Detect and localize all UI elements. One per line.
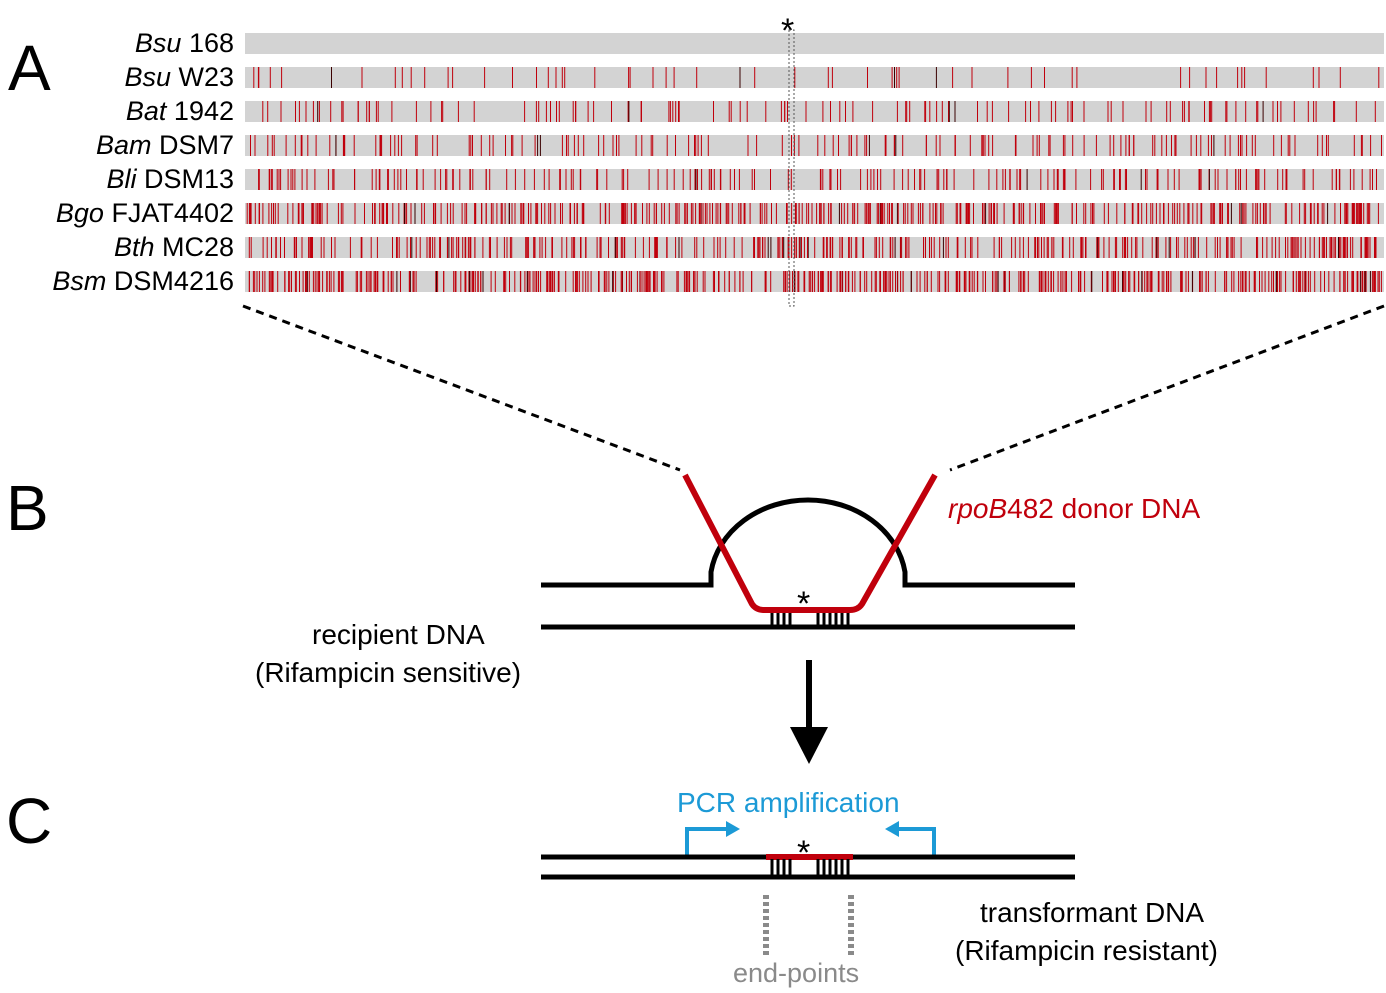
mutation-asterisk-b: * <box>797 585 810 623</box>
species-abbreviation: Bat <box>126 96 168 126</box>
mutation-asterisk-a: * <box>781 12 794 50</box>
species-label: Bgo FJAT4402 <box>56 198 234 228</box>
zoom-line-right <box>949 304 1385 472</box>
species-abbreviation: Bth <box>114 232 155 262</box>
transformant-label-line1: transformant DNA <box>980 897 1204 928</box>
species-label: Bsu 168 <box>135 28 234 58</box>
alignment-bar <box>245 203 1384 224</box>
pcr-label: PCR amplification <box>677 787 900 818</box>
donor-label-suffix: 482 donor DNA <box>1007 493 1200 524</box>
transformant-label-line2: (Rifampicin resistant) <box>955 935 1218 966</box>
alignment-bars <box>245 33 1384 292</box>
donor-gene-name: rpoB <box>948 493 1007 524</box>
species-label: Bth MC28 <box>114 232 234 262</box>
panel-label-b: B <box>6 472 49 544</box>
species-abbreviation: Bsu <box>124 62 171 92</box>
species-label: Bsu W23 <box>124 62 234 92</box>
strain-name: 168 <box>181 28 234 58</box>
alignment-bar <box>245 169 1384 190</box>
alignment-bar <box>245 67 1384 88</box>
species-abbreviation: Bgo <box>56 198 104 228</box>
species-abbreviation: Bsm <box>52 266 106 296</box>
donor-dna-label: rpoB482 donor DNA <box>948 493 1200 524</box>
mutation-asterisk-c: * <box>797 834 810 872</box>
species-abbreviation: Bli <box>106 164 137 194</box>
alignment-bar <box>245 33 1384 54</box>
donor-dna-strand <box>682 473 938 613</box>
alignment-bar <box>245 101 1384 122</box>
base-pairing-c <box>770 859 850 877</box>
species-label: Bli DSM13 <box>106 164 234 194</box>
species-abbreviation: Bsu <box>135 28 182 58</box>
reverse-primer <box>897 827 936 855</box>
alignment-bar <box>245 135 1384 156</box>
zoom-line-left <box>242 304 681 472</box>
forward-primer-arrowhead <box>726 821 740 837</box>
mutation-position-box <box>788 29 795 307</box>
forward-primer <box>685 827 728 855</box>
strain-name: W23 <box>171 62 234 92</box>
species-abbreviation: Bam <box>96 130 152 160</box>
panel-label-c: C <box>6 785 52 857</box>
strain-name: DSM7 <box>151 130 234 160</box>
base-pairing-b <box>770 612 850 627</box>
transformation-arrow-head <box>790 727 828 764</box>
reverse-primer-arrowhead <box>885 821 899 837</box>
species-label: Bam DSM7 <box>96 130 234 160</box>
panel-label-a: A <box>8 32 51 104</box>
species-label: Bsm DSM4216 <box>52 266 234 296</box>
strain-name: DSM13 <box>136 164 234 194</box>
endpoints-label: end-points <box>733 958 859 988</box>
strain-name: DSM4216 <box>106 266 234 296</box>
strain-name: 1942 <box>166 96 234 126</box>
strain-name: FJAT4402 <box>104 198 234 228</box>
recipient-label-line1: recipient DNA <box>312 619 485 650</box>
recipient-label-line2: (Rifampicin sensitive) <box>255 657 521 688</box>
species-label: Bat 1942 <box>126 96 234 126</box>
strain-name: MC28 <box>154 232 234 262</box>
